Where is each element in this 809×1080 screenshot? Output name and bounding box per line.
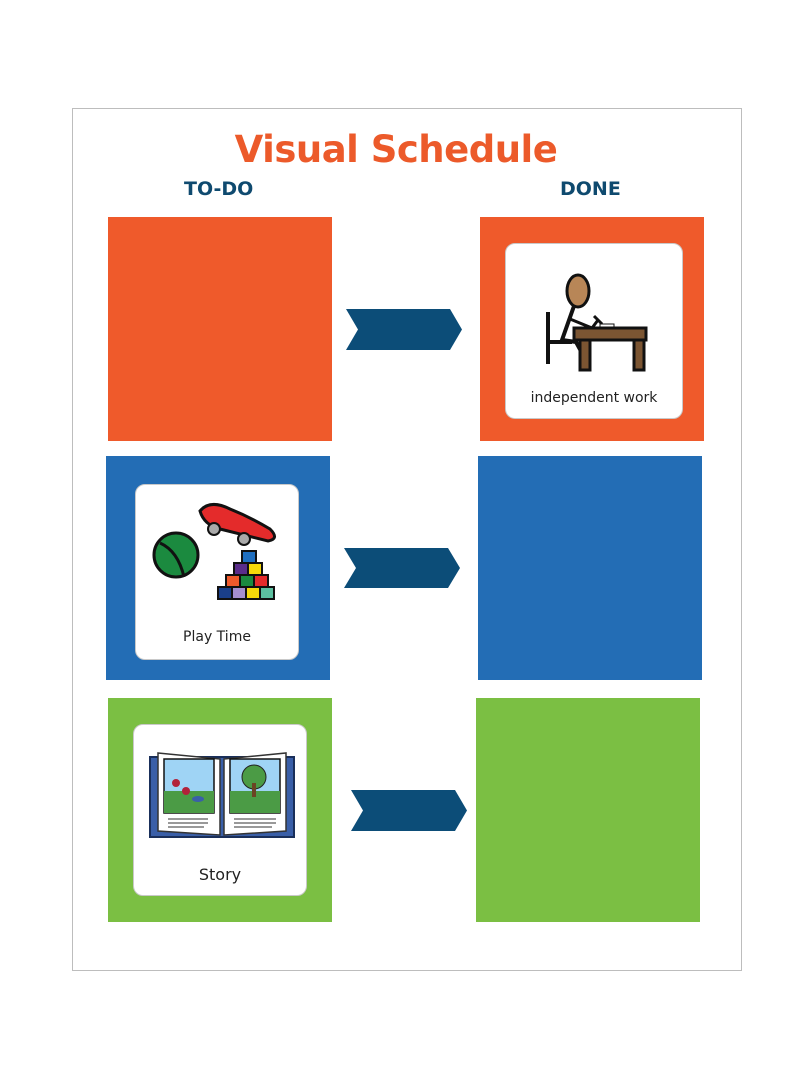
arrow-right-chevron-icon — [351, 790, 467, 831]
toys-ball-car-blocks-icon — [152, 503, 276, 600]
done-slot-2[interactable] — [478, 456, 702, 680]
arrow-right-chevron-icon — [344, 548, 460, 588]
page-title: Visual Schedule — [234, 128, 558, 171]
card-label: Play Time — [183, 629, 251, 645]
done-slot-1[interactable]: independent work — [480, 217, 704, 441]
card-independent-work[interactable]: independent work — [505, 243, 683, 419]
open-book-icon — [149, 752, 295, 838]
column-header-todo: TO-DO — [184, 178, 254, 200]
card-story[interactable]: Story — [133, 724, 307, 896]
todo-slot-3[interactable]: Story — [108, 698, 332, 922]
card-label: independent work — [530, 390, 658, 406]
done-slot-3[interactable] — [476, 698, 700, 922]
card-label: Story — [198, 865, 242, 884]
arrow-right-chevron-icon — [346, 309, 462, 350]
todo-slot-1[interactable] — [108, 217, 332, 441]
person-writing-at-desk-icon — [546, 273, 648, 372]
todo-slot-2[interactable]: Play Time — [106, 456, 330, 680]
card-play-time[interactable]: Play Time — [135, 484, 299, 660]
column-header-done: DONE — [560, 178, 621, 200]
